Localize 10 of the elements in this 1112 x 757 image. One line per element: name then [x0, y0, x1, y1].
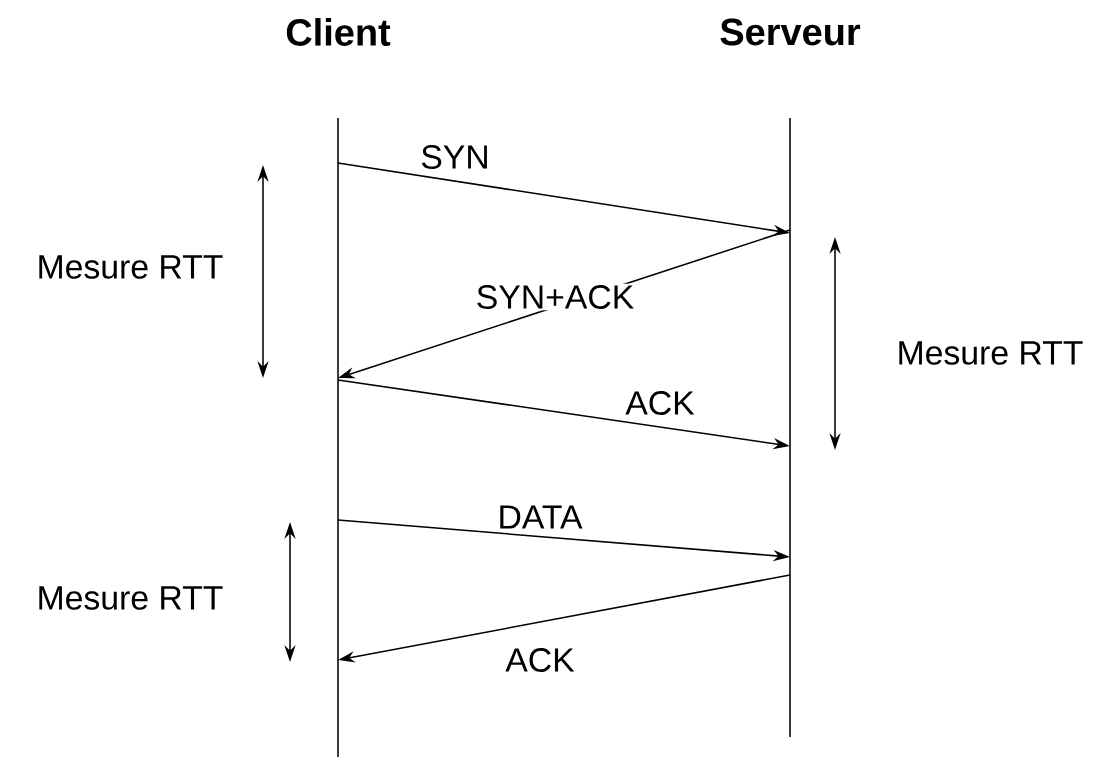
edge-label: DATA	[496, 504, 584, 530]
lifeline: Client	[286, 18, 391, 757]
measure-label: Mesure RTT	[899, 341, 1083, 365]
lifeline: Serveur	[720, 18, 861, 738]
measure-label: Mesure RTT	[39, 255, 223, 279]
measure-label: Mesure RTT	[39, 586, 223, 610]
edge-label: ACK	[623, 389, 697, 417]
edge-label: SYN	[418, 143, 492, 171]
edge-label: SYN+ACK	[474, 283, 636, 311]
edge-label: ACK	[503, 646, 577, 674]
